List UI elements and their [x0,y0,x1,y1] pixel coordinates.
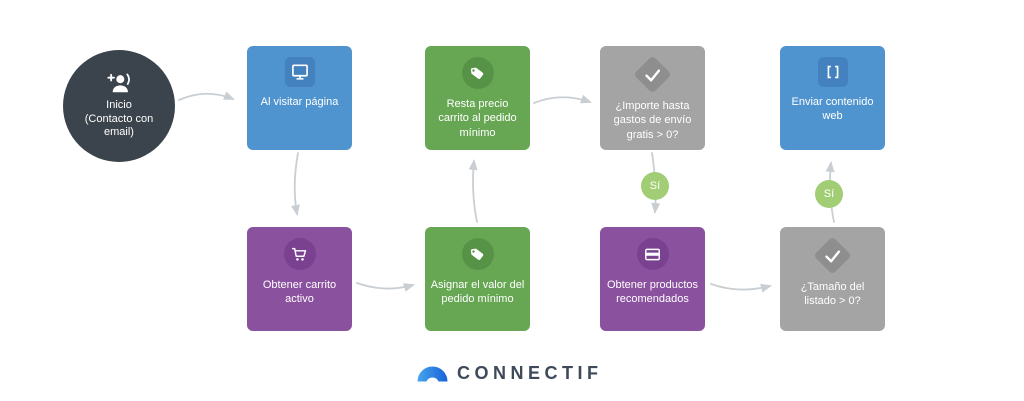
node-label: Al visitar página [260,96,339,108]
edge-productos-tamano [710,283,772,293]
logo-wordmark: CONNECTIF [457,363,603,383]
monitor-icon [284,57,315,87]
start-label-line1: Inicio [106,98,132,111]
edge-inicio-visitar [178,91,235,101]
brackets-icon [817,57,848,87]
edge-yes-badge: Sí [641,172,669,200]
node-label: ¿Importe hasta gastos de envío gratis > … [613,100,692,141]
node-label: Enviar contenido web [791,96,874,123]
node-label: Asignar el valor del pedido mínimo [430,279,525,306]
node-resta-precio[interactable]: Resta precio carrito al pedido mínimo [425,46,530,150]
tag-icon [461,57,494,89]
check-diamond-icon [633,55,672,94]
node-tamano-listado[interactable]: ¿Tamaño del listado > 0? [780,227,885,331]
add-contact-icon [105,72,133,96]
check-diamond-icon [813,236,852,275]
edge-yes-badge: Sí [815,180,843,208]
node-al-visitar-pagina[interactable]: Al visitar página [247,46,352,150]
connectif-arch-icon [417,365,448,382]
card-icon [636,238,669,270]
node-obtener-carrito[interactable]: Obtener carrito activo [247,227,352,331]
cart-icon [283,238,316,270]
node-enviar-contenido-web[interactable]: Enviar contenido web [780,46,885,150]
node-label: ¿Tamaño del listado > 0? [800,281,865,308]
node-importe-hasta[interactable]: ¿Importe hasta gastos de envío gratis > … [600,46,705,150]
node-label: Obtener carrito activo [262,279,337,306]
edge-asignar-resta [468,159,478,223]
node-obtener-productos[interactable]: Obtener productos recomendados [600,227,705,331]
edge-visitar-carrito [290,152,300,216]
edge-carrito-asignar [356,282,415,292]
node-label: Resta precio carrito al pedido mínimo [438,98,517,139]
start-label-line2: (Contacto con email) [84,112,154,139]
start-node-inicio[interactable]: Inicio (Contacto con email) [63,50,175,162]
node-asignar-valor[interactable]: Asignar el valor del pedido mínimo [425,227,530,331]
tag-icon [461,238,494,270]
node-label: Obtener productos recomendados [606,279,699,306]
connectif-logo: CONNECTIF [417,363,603,384]
edge-resta-importe [533,94,592,104]
